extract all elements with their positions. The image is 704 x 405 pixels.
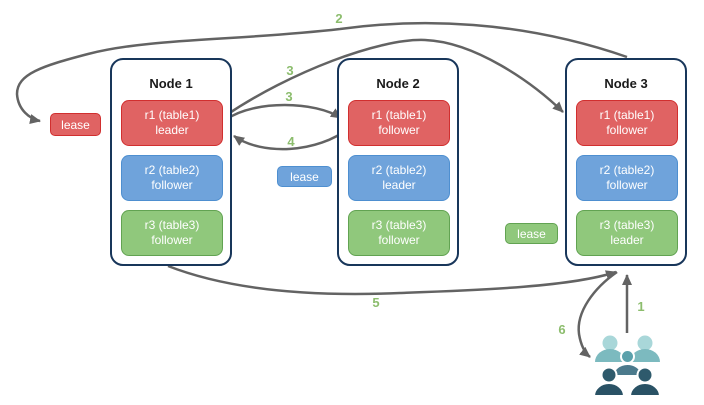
node-2-replica-r2: r2 (table2) leader [348,155,450,201]
arrow-step6-node3-to-clients [577,270,618,358]
user-back-left-body [595,349,625,362]
replica-name: r2 (table2) [599,163,655,177]
replica-name: r2 (table2) [371,163,427,177]
replica-name: r1 (table1) [371,108,427,122]
step-label-3a: 3 [286,63,294,78]
replica-role: leader [382,178,416,192]
node-2-replica-r1: r1 (table1) follower [348,100,450,146]
users-group-icon [592,335,662,397]
node-1-replica-r2: r2 (table2) follower [121,155,223,201]
node-1-replica-r1: r1 (table1) leader [121,100,223,146]
node-3-replica-r2: r2 (table2) follower [576,155,678,201]
replica-role: follower [378,123,420,137]
replica-name: r3 (table3) [599,218,655,232]
user-middle-body [611,363,644,377]
node-1-title: Node 1 [149,76,193,91]
node-2-replica-r3: r3 (table3) follower [348,210,450,256]
step-label-2: 2 [335,11,343,26]
step-label-4: 4 [287,134,295,149]
replica-name: r1 (table1) [599,108,655,122]
user-back-right-body [630,349,660,362]
step-label-1: 1 [637,299,645,314]
replica-name: r3 (table3) [371,218,427,232]
replica-role: follower [151,178,193,192]
replica-name: r2 (table2) [144,163,200,177]
step-label-3b: 3 [285,89,293,104]
replica-role: follower [151,233,193,247]
node-3-replica-r3: r3 (table3) leader [576,210,678,256]
replica-name: r1 (table1) [144,108,200,122]
user-front-left-head [600,366,618,384]
node-2: Node 2 r1 (table1) follower r2 (table2) … [337,58,459,266]
user-middle-head [620,349,635,364]
user-back-left-head [602,335,618,351]
node-1: Node 1 r1 (table1) leader r2 (table2) fo… [110,58,232,266]
user-front-right-body [628,382,662,397]
replica-role: leader [155,123,189,137]
arrow-step2-node3-to-lease [15,21,628,124]
node-1-replica-r3: r3 (table3) follower [121,210,223,256]
step-label-6: 6 [558,322,566,337]
replica-role: follower [606,123,648,137]
user-front-right-head [636,366,654,384]
step-label-5: 5 [372,295,380,310]
arrow-step5-node1-to-node3 [167,264,617,296]
lease-badge-r2: lease [277,166,332,187]
user-front-left-body [592,382,626,397]
arrow-step3-node1-to-node2 [226,103,342,121]
replica-role: leader [610,233,644,247]
lease-badge-r1: lease [50,113,101,136]
lease-badge-r3: lease [505,223,558,244]
replica-role: follower [606,178,648,192]
replica-role: follower [378,233,420,247]
replica-name: r3 (table3) [144,218,200,232]
node-2-title: Node 2 [376,76,420,91]
node-3-title: Node 3 [604,76,648,91]
node-3-replica-r1: r1 (table1) follower [576,100,678,146]
user-back-right-head [637,335,653,351]
node-3: Node 3 r1 (table1) follower r2 (table2) … [565,58,687,266]
